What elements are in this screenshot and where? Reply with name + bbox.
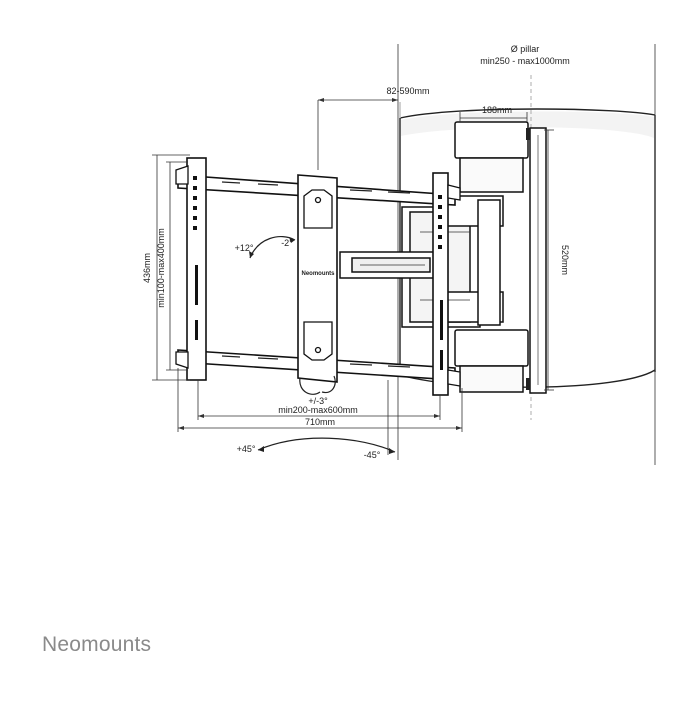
swivel-right-label: -45°	[364, 450, 381, 460]
pillar-range-label: min250 - max1000mm	[480, 56, 570, 66]
pillar-label: Ø pillar	[511, 44, 540, 54]
center-plate-logo-box: Neomounts	[301, 266, 335, 278]
pillar-strap	[526, 128, 530, 390]
brand-logo-text: Neomounts	[42, 633, 152, 656]
arc-arrowheads	[249, 237, 395, 454]
rail-slots	[221, 181, 411, 368]
rotation-label: +/-3°	[308, 396, 328, 406]
right-bar-holes	[438, 195, 443, 370]
wall-plate-height-label: 520mm	[560, 245, 570, 275]
wall-plate	[454, 121, 547, 394]
swing-arms	[339, 195, 504, 328]
vesa-horizontal-label: min200-max600mm	[278, 405, 358, 415]
arrowheads	[178, 98, 462, 430]
left-bar-holes	[193, 176, 198, 340]
center-plate-cutouts	[303, 189, 333, 361]
arm-extension-label: 82-590mm	[386, 86, 429, 96]
wall-plate-width-label: 188mm	[482, 105, 512, 115]
bar-tabs	[175, 165, 461, 387]
plate-logo: Neomounts	[302, 271, 336, 277]
vesa-vertical-label: min100-max400mm	[156, 228, 166, 308]
frame-width-label: 710mm	[305, 417, 335, 427]
dimension-lines	[152, 99, 554, 455]
swivel-left-label: +45°	[237, 444, 256, 454]
tilt-down-label: -2°	[281, 238, 293, 248]
tilt-up-label: +12°	[235, 243, 254, 253]
frame-height-label: 436mm	[142, 253, 152, 283]
